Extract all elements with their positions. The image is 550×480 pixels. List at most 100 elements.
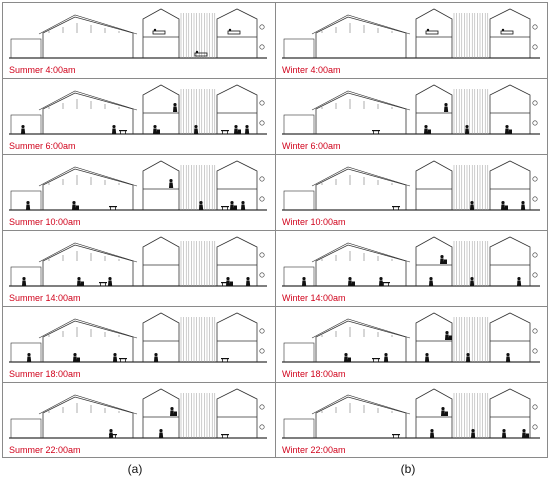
section-drawing [9,8,267,59]
person-silhouette [170,407,177,416]
tower-block [142,160,180,210]
tower-block [142,312,180,362]
table-shape [221,358,229,360]
hall-roof [315,320,407,362]
figure-grid [2,2,548,458]
person-silhouette [344,353,351,362]
table-shape [221,282,229,284]
person-silhouette [466,353,471,362]
person-silhouette [379,277,384,286]
table-shape [109,434,117,436]
row-divider [3,78,547,79]
row-divider [3,382,547,383]
person-silhouette [440,255,447,264]
person-silhouette [441,407,448,416]
bed-shape [227,30,241,35]
panel-caption: Summer 18:00am [9,369,81,379]
section-panel: Winter 14:00am [276,231,546,306]
panel-caption: Winter 4:00am [282,65,341,75]
hall-roof [315,396,407,438]
subfigure-label-a: (a) [127,462,143,476]
section-panel: Winter 6:00am [276,79,546,154]
person-silhouette [113,353,118,362]
person-silhouette [108,277,113,286]
hall-roof [315,16,407,58]
section-panel: Winter 22:00am [276,383,546,458]
right-block [489,388,531,438]
hall-roof [42,92,134,134]
right-block [489,312,531,362]
person-silhouette [173,103,178,112]
person-silhouette [384,353,389,362]
person-silhouette [153,125,160,134]
section-drawing [9,388,267,439]
person-silhouette [506,353,511,362]
panel-caption: Winter 6:00am [282,141,341,151]
person-silhouette [470,201,475,210]
person-silhouette [471,429,476,438]
row-divider [3,230,547,231]
table-shape [372,358,380,360]
section-panel: Summer 22:00am [3,383,273,458]
bed-shape [425,30,439,35]
right-block [489,8,531,58]
hall-roof [42,320,134,362]
person-silhouette [465,125,470,134]
bed-shape [152,30,166,35]
person-silhouette [505,125,512,134]
hall-roof [315,244,407,286]
person-silhouette [27,353,32,362]
tower-block [415,388,453,438]
hall-roof [315,168,407,210]
bed-shape [500,30,514,35]
person-silhouette [429,277,434,286]
table-shape [392,206,400,208]
person-silhouette [159,429,164,438]
person-silhouette [424,125,431,134]
section-panel: Winter 4:00am [276,3,546,78]
tower-block [142,8,180,58]
table-shape [221,206,229,208]
person-silhouette [73,353,80,362]
section-drawing [282,388,540,439]
table-shape [119,130,127,132]
section-drawing [282,84,540,135]
right-block [489,84,531,134]
section-panel: Winter 18:00am [276,307,546,382]
panel-caption: Winter 14:00am [282,293,346,303]
section-drawing [282,236,540,287]
section-drawing [9,84,267,135]
panel-caption: Winter 22:00am [282,445,346,455]
hall-roof [42,396,134,438]
person-silhouette [245,125,250,134]
person-silhouette [502,429,507,438]
right-block [216,84,258,134]
person-silhouette [77,277,84,286]
section-panel: Summer 18:00am [3,307,273,382]
table-shape [109,206,117,208]
person-silhouette [230,201,237,210]
person-silhouette [194,125,199,134]
panel-caption: Winter 18:00am [282,369,346,379]
section-drawing [9,236,267,287]
person-silhouette [348,277,355,286]
section-drawing [282,312,540,363]
panel-caption: Summer 6:00am [9,141,76,151]
section-panel: Summer 4:00am [3,3,273,78]
person-silhouette [517,277,522,286]
tower-block [142,236,180,286]
person-silhouette [521,201,526,210]
table-shape [119,358,127,360]
tower-block [142,388,180,438]
hall-roof [42,168,134,210]
person-silhouette [522,429,529,438]
right-block [216,236,258,286]
person-silhouette [234,125,241,134]
section-drawing [282,160,540,211]
person-silhouette [26,201,31,210]
person-silhouette [21,125,26,134]
person-silhouette [199,201,204,210]
table-shape [221,130,229,132]
bed-shape [194,52,208,57]
person-silhouette [169,179,174,188]
